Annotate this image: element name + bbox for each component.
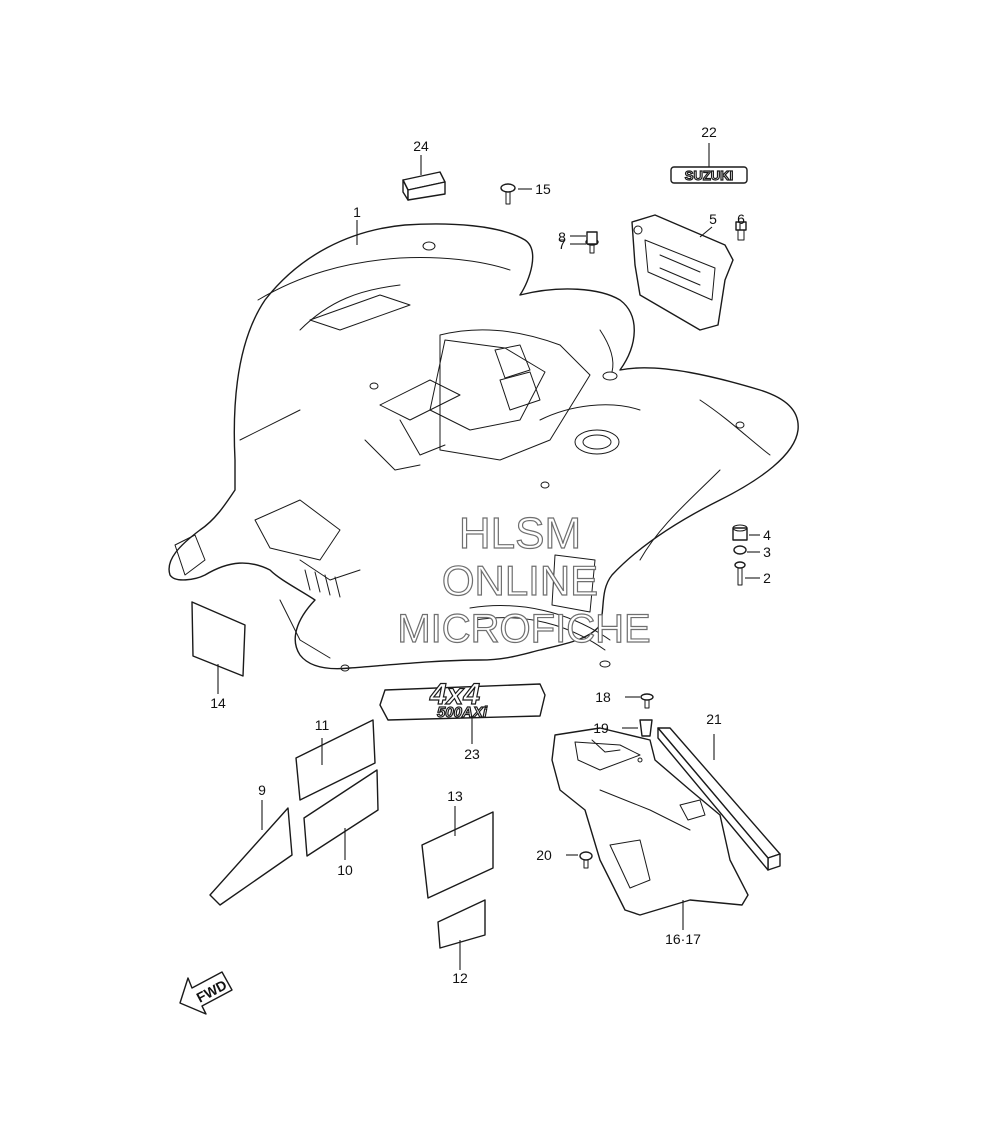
pad-13: [421, 811, 494, 899]
callout-11: 11: [315, 717, 330, 733]
watermark-line-2: ONLINE: [442, 557, 598, 604]
inner-guard-16-17: [551, 727, 749, 916]
badge-line-1: 4x4: [429, 678, 480, 711]
callout-12: 12: [452, 970, 468, 986]
callout-6: 6: [737, 211, 745, 227]
screw-15: [500, 183, 516, 205]
callout-14: 14: [210, 695, 226, 711]
pad-14: [191, 601, 246, 677]
bracket-part-5: [631, 214, 734, 331]
callout-22: 22: [701, 124, 717, 140]
callout-2: 2: [763, 570, 771, 586]
callout-15: 15: [535, 181, 551, 197]
pad-11: [295, 719, 376, 801]
bolt-2: [734, 561, 746, 586]
callout-9: 9: [258, 782, 266, 798]
collar-3: [733, 545, 747, 555]
callout-8: 8: [558, 229, 566, 245]
callout-1: 1: [353, 204, 361, 220]
badge-line-2: 500AXi: [437, 704, 488, 721]
suzuki-emblem-text: SUZUKI: [685, 168, 733, 183]
callout-21: 21: [706, 711, 722, 727]
grommet-4: [732, 524, 748, 541]
fwd-arrow: FWD: [179, 971, 233, 1015]
nut-8: [586, 231, 598, 245]
strip-21: [657, 727, 781, 871]
screw-18: [640, 693, 654, 709]
callout-16-17: 16·17: [665, 931, 701, 947]
callout-labels: 1 2 3 4 5 6 7 8 9 10 11 12 13 14 15 16·1…: [210, 124, 771, 986]
callout-20: 20: [536, 847, 552, 863]
badge-4x4-23: 4x4 500AXi: [379, 677, 546, 722]
suzuki-emblem-22: SUZUKI: [670, 166, 748, 184]
watermark-line-3: MICROFICHE: [397, 607, 650, 651]
callout-19: 19: [593, 720, 609, 736]
callout-24: 24: [413, 138, 429, 154]
pad-9: [209, 807, 293, 906]
leader-lines: [217, 143, 760, 970]
callout-4: 4: [763, 527, 771, 543]
nut-19: [639, 719, 653, 737]
foam-block-24: [402, 171, 446, 201]
callout-13: 13: [447, 788, 463, 804]
screw-20: [579, 851, 593, 869]
watermark-line-1: HLSM: [459, 509, 581, 558]
pad-10: [303, 769, 379, 857]
rear-fender: [168, 223, 799, 672]
callout-3: 3: [763, 544, 771, 560]
callout-10: 10: [337, 862, 353, 878]
callout-5: 5: [709, 211, 717, 227]
callout-18: 18: [595, 689, 611, 705]
bolt-6: [735, 221, 747, 241]
callout-7: 7: [558, 236, 566, 252]
pad-12: [437, 899, 486, 949]
callout-23: 23: [464, 746, 480, 762]
watermark: HLSM ONLINE MICROFICHE: [397, 508, 652, 651]
